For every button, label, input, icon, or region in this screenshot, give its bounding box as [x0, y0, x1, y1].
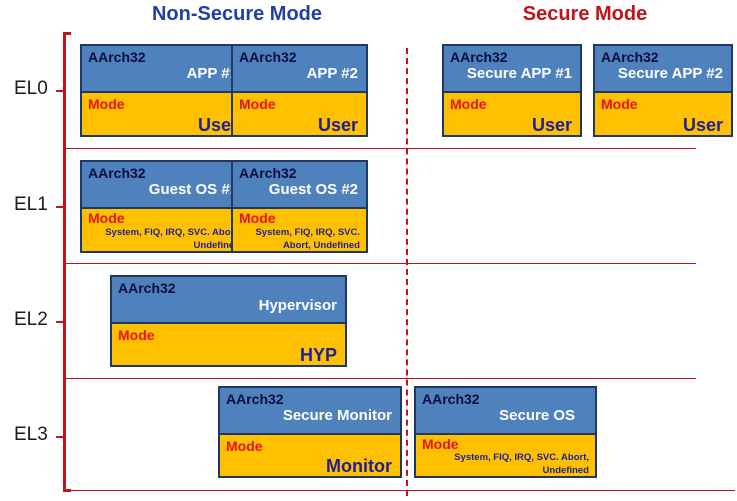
app1-mode-label: Mode	[88, 96, 125, 112]
hypervisor-name: Hypervisor	[258, 297, 337, 314]
secure-monitor-mode-label: Mode	[226, 438, 263, 454]
secure-os-name: Secure OS	[499, 407, 575, 424]
secure-app2-arch: AArch32	[601, 49, 659, 65]
guest-os1-mode-label: Mode	[88, 210, 125, 226]
secure-app2-mode: User	[682, 115, 723, 135]
secure-app1-mode: User	[531, 115, 572, 135]
app2-mode: User	[317, 115, 358, 135]
secure-os-mode-label: Mode	[422, 436, 459, 452]
app2-mode-label: Mode	[239, 96, 276, 112]
guest-os1-arch: AArch32	[88, 165, 146, 181]
el1-label: EL1	[14, 194, 48, 215]
secure-mode-heading: Secure Mode	[522, 3, 648, 25]
el2-label: EL2	[14, 309, 48, 330]
el1-tick	[56, 206, 65, 208]
guest-os1-mode: System, FIQ, IRQ, SVC. Abort, Undefined	[105, 227, 240, 251]
secure-app1-arch: AArch32	[450, 49, 508, 65]
secure-monitor-name: Secure Monitor	[282, 407, 392, 424]
hypervisor-mode: HYP	[299, 345, 337, 365]
el3-label: EL3	[14, 424, 48, 445]
app1-mode: User	[197, 115, 238, 135]
secure-monitor-arch: AArch32	[226, 391, 284, 407]
el2-tick	[56, 321, 65, 323]
app1-name: APP #1	[186, 65, 238, 82]
secure-boundary-line	[406, 48, 408, 496]
divider-el0-el1	[64, 148, 696, 149]
secure-os-mode: System, FIQ, IRQ, SVC. Abort, Undefined	[454, 452, 589, 476]
secure-app1-name: Secure APP #1	[466, 65, 572, 82]
divider-bottom	[64, 490, 735, 491]
el0-label: EL0	[14, 78, 48, 99]
guest-os2-arch: AArch32	[239, 165, 297, 181]
non-secure-mode-heading: Non-Secure Mode	[151, 3, 323, 25]
hypervisor-arch: AArch32	[118, 280, 176, 296]
axis-top-cap	[63, 32, 71, 35]
guest-os2-name: Guest OS #2	[268, 181, 358, 198]
secure-app2-mode-label: Mode	[601, 96, 638, 112]
app2-name: APP #2	[306, 65, 358, 82]
el3-tick	[56, 436, 65, 438]
hypervisor-mode-label: Mode	[118, 327, 155, 343]
el0-tick	[56, 90, 65, 92]
secure-app2-name: Secure APP #2	[617, 65, 723, 82]
exception-level-axis	[63, 32, 66, 492]
guest-os1-name: Guest OS #1	[148, 181, 238, 198]
secure-monitor-mode: Monitor	[326, 456, 392, 476]
guest-os2-mode: System, FIQ, IRQ, SVC. Abort, Undefined	[255, 227, 360, 251]
app2-arch: AArch32	[239, 49, 297, 65]
guest-os2-mode-label: Mode	[239, 210, 276, 226]
divider-el2-el3	[64, 378, 696, 379]
divider-el1-el2	[64, 263, 696, 264]
app1-arch: AArch32	[88, 49, 146, 65]
secure-app1-mode-label: Mode	[450, 96, 487, 112]
secure-os-arch: AArch32	[422, 391, 480, 407]
